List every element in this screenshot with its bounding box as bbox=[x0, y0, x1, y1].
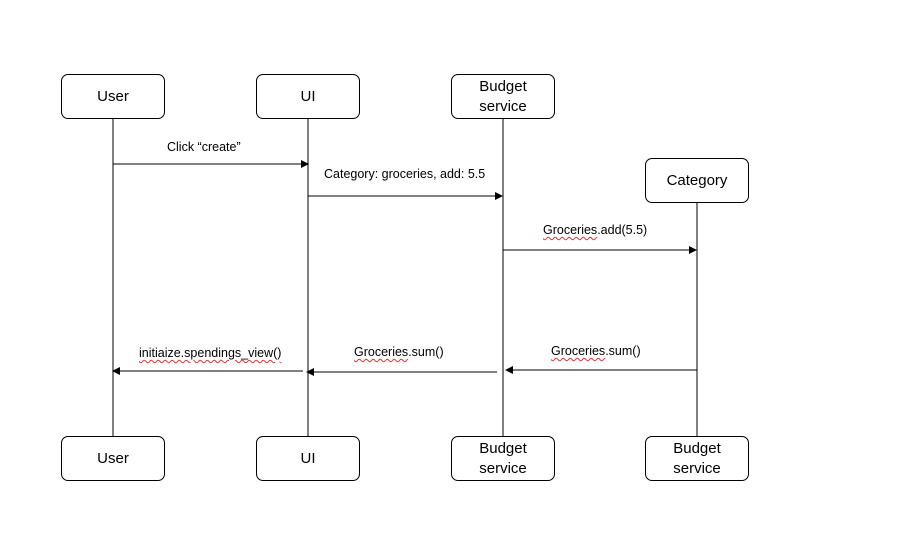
participant-ui-bottom: UI bbox=[256, 436, 360, 481]
participant-user-top: User bbox=[61, 74, 165, 119]
participant-category: Category bbox=[645, 158, 749, 203]
message-method: .sum() bbox=[408, 345, 444, 359]
message-groceries-add: Groceries.add(5.5) bbox=[543, 223, 647, 237]
message-method: .add(5.5) bbox=[597, 223, 648, 237]
message-click-create: Click “create” bbox=[167, 140, 241, 154]
message-object: Groceries bbox=[551, 344, 606, 358]
participant-budget-service-top: Budget service bbox=[451, 74, 555, 119]
message-groceries-sum-1: Groceries.sum() bbox=[551, 344, 641, 358]
participant-label: User bbox=[97, 87, 129, 105]
message-init-view: initiaize.spendings_view() bbox=[139, 346, 282, 360]
participant-ui-top: UI bbox=[256, 74, 360, 119]
participant-label: Category bbox=[666, 171, 728, 189]
message-groceries-sum-2: Groceries.sum() bbox=[354, 345, 444, 359]
participant-label: Budget service bbox=[479, 77, 527, 115]
message-object: Groceries bbox=[354, 345, 409, 359]
participant-budget-service-bottom-2: Budget service bbox=[645, 436, 749, 481]
message-category-groceries: Category: groceries, add: 5.5 bbox=[324, 167, 486, 181]
message-object: Groceries bbox=[543, 223, 598, 237]
participant-user-bottom: User bbox=[61, 436, 165, 481]
participant-label: Budget service bbox=[673, 439, 721, 477]
participant-label: UI bbox=[300, 449, 316, 467]
participant-label: UI bbox=[300, 87, 316, 105]
participant-label: Budget service bbox=[479, 439, 527, 477]
participant-budget-service-bottom: Budget service bbox=[451, 436, 555, 481]
participant-label: User bbox=[97, 449, 129, 467]
message-method: .sum() bbox=[605, 344, 641, 358]
